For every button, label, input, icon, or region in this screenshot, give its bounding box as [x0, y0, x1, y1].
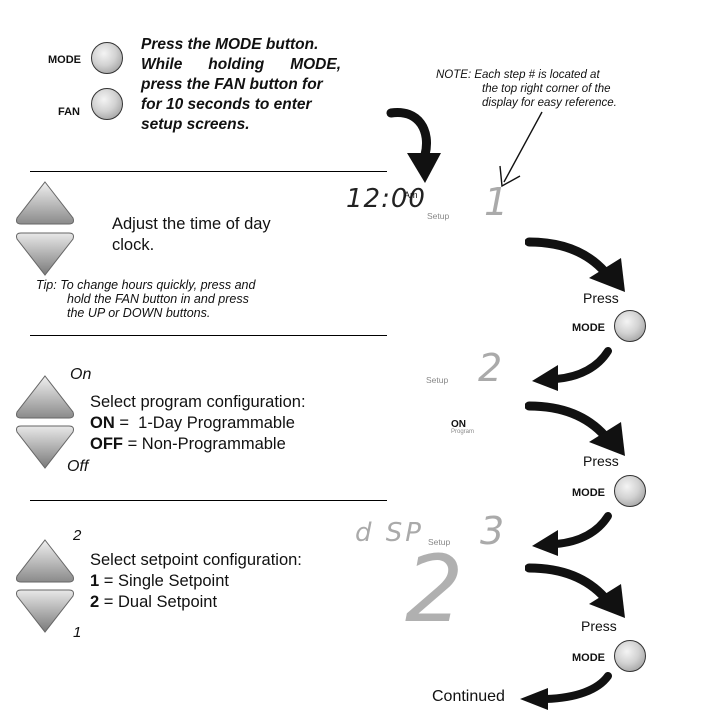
option-text: = Dual Setpoint — [99, 593, 218, 611]
divider — [30, 171, 387, 172]
curved-arrow-icon — [525, 237, 625, 292]
mode-button[interactable] — [614, 640, 646, 672]
mode-button-label: MODE — [572, 322, 605, 334]
option-key: 2 — [90, 593, 100, 611]
up-button-icon[interactable] — [15, 180, 75, 228]
intro-line: press the FAN button for — [141, 76, 323, 93]
up-button-icon[interactable] — [15, 374, 75, 422]
curved-arrow-icon — [520, 672, 612, 710]
intro-line: for 10 seconds to enter — [141, 96, 312, 113]
mode-button-label: MODE — [572, 487, 605, 499]
step3-instruction: Select setpoint configuration: 1 = Singl… — [90, 550, 302, 613]
intro-line: Press the MODE button. — [141, 36, 319, 53]
curved-arrow-icon — [525, 401, 625, 456]
display-on: ON — [451, 419, 466, 430]
curved-arrow-icon — [386, 108, 441, 183]
display-setup-label: Setup — [427, 211, 450, 221]
tip-text: Tip: To change hours quickly, press and … — [36, 278, 255, 320]
step-number: 1 — [484, 180, 509, 224]
option-text: = Single Setpoint — [99, 572, 229, 590]
intro-line: setup screens. — [141, 116, 250, 133]
mode-button-label: MODE — [572, 652, 605, 664]
note-line: display for easy reference. — [482, 97, 617, 109]
option-row: ON = 1-Day Programmable — [90, 413, 306, 434]
instruction-title: Select setpoint configuration: — [90, 551, 302, 569]
continued-label: Continued — [432, 688, 505, 705]
display-setup-label: Setup — [426, 375, 449, 385]
display-time: 12:00 — [346, 184, 426, 214]
fan-button[interactable] — [91, 88, 123, 120]
display-big-digit: 2 — [405, 536, 464, 643]
step-number: 2 — [478, 346, 503, 390]
divider — [30, 335, 387, 336]
option-text: = 1-Day Programmable — [114, 414, 295, 432]
mode-button[interactable] — [614, 475, 646, 507]
press-label: Press — [583, 290, 619, 306]
intro-line: While holding MODE, — [141, 56, 341, 73]
tip-line: Tip: To change hours quickly, press and — [36, 278, 256, 292]
up-option-label: On — [70, 366, 92, 383]
mode-button[interactable] — [614, 310, 646, 342]
display-ampm: Am — [404, 190, 418, 200]
mode-button-label: MODE — [48, 54, 81, 66]
note-line: the top right corner of the — [482, 83, 611, 95]
instruction-title: Select program configuration: — [90, 393, 306, 411]
option-text: = Non-Programmable — [123, 435, 286, 453]
down-button-icon[interactable] — [15, 586, 75, 634]
up-button-icon[interactable] — [15, 538, 75, 586]
option-key: OFF — [90, 435, 123, 453]
up-option-label: 2 — [73, 527, 82, 544]
down-button-icon[interactable] — [15, 229, 75, 277]
down-option-label: Off — [67, 458, 89, 475]
step-number: 3 — [480, 509, 505, 553]
note-line: NOTE: Each step # is located at — [436, 69, 600, 81]
option-row: 1 = Single Setpoint — [90, 571, 302, 592]
curved-arrow-icon — [525, 563, 625, 618]
note-text: NOTE: Each step # is located at the top … — [436, 68, 676, 110]
mode-button[interactable] — [91, 42, 123, 74]
down-button-icon[interactable] — [15, 422, 75, 470]
option-key: ON — [90, 414, 115, 432]
option-key: 1 — [90, 572, 100, 590]
down-option-label: 1 — [73, 624, 82, 641]
intro-instructions: Press the MODE button. While holding MOD… — [141, 35, 341, 135]
instruction-line: Adjust the time of day — [112, 215, 271, 233]
fan-button-label: FAN — [58, 106, 80, 118]
display-dsp: d SP — [355, 518, 424, 548]
display-setup-label: Setup — [428, 537, 451, 547]
instruction-line: clock. — [112, 236, 155, 254]
curved-arrow-icon — [532, 347, 612, 391]
tip-line: the UP or DOWN buttons. — [67, 306, 211, 320]
divider — [30, 500, 387, 501]
step2-instruction: Select program configuration: ON = 1-Day… — [90, 392, 306, 455]
press-label: Press — [583, 453, 619, 469]
note-pointer-arrow-icon — [499, 111, 543, 188]
option-row: OFF = Non-Programmable — [90, 434, 306, 455]
curved-arrow-icon — [532, 512, 612, 556]
tip-line: hold the FAN button in and press — [67, 292, 249, 306]
press-label: Press — [581, 618, 617, 634]
display-program: Program — [451, 429, 475, 435]
step1-instruction: Adjust the time of day clock. — [112, 214, 271, 256]
option-row: 2 = Dual Setpoint — [90, 592, 302, 613]
